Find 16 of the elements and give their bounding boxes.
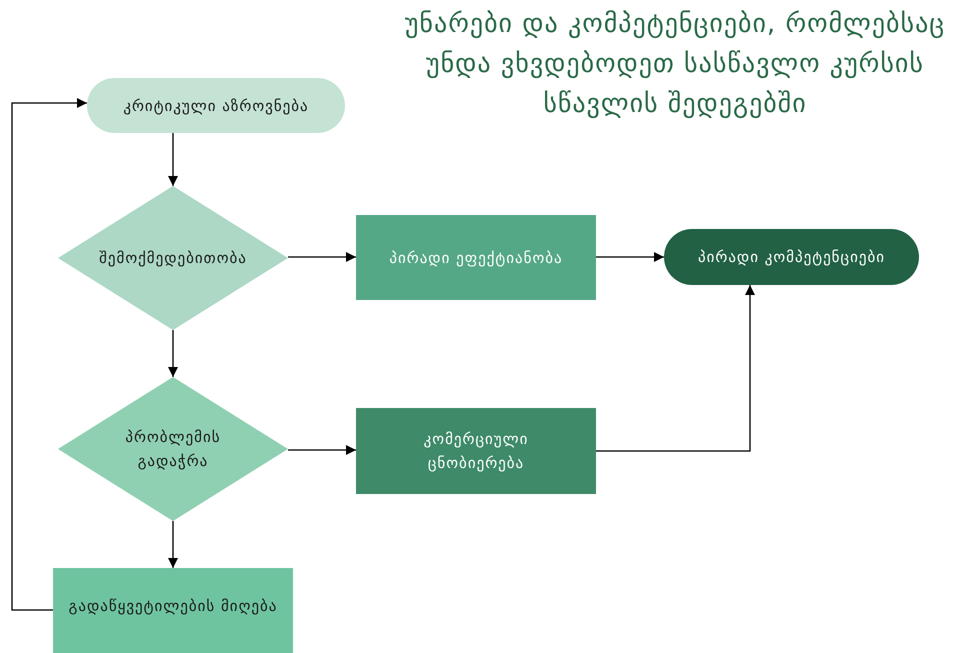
- arrow: [288, 445, 356, 455]
- arrow: [168, 330, 178, 377]
- arrow: [11, 98, 87, 611]
- arrow: [596, 285, 755, 452]
- node-label: კომერციული ცნობიერება: [422, 429, 530, 474]
- node-label: პირადი ეფექტიანობა: [389, 248, 563, 268]
- node-label: პრობლემის გადაჭრა: [124, 427, 222, 472]
- arrow: [168, 521, 178, 568]
- arrow: [596, 252, 664, 262]
- node-label: შემოქმედებითობა: [99, 248, 247, 269]
- title: უნარები და კომპეტენციები, რომლებსაც უნდა ვხვდებოდეთ სასწავლო კურსის სწავლის შედეგებში: [404, 8, 946, 121]
- node-label: პირადი კომპეტენციები: [698, 247, 885, 268]
- arrow: [288, 252, 356, 262]
- node-label: გადაწყვეტილების მიღება: [68, 596, 278, 616]
- arrow: [168, 133, 178, 186]
- node-label: კრიტიკული აზროვნება: [123, 96, 309, 116]
